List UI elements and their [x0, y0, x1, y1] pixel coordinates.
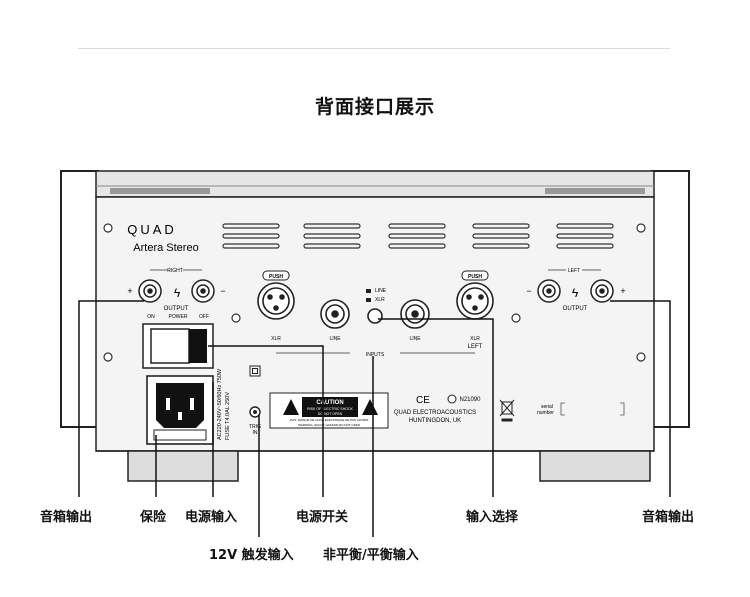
svg-text:IN: IN	[253, 430, 258, 436]
svg-text:XLR: XLR	[375, 297, 385, 303]
callout-balanced-inputs: 非平衡/平衡输入	[323, 548, 419, 563]
callout-speaker-output-right: 音箱输出	[642, 510, 695, 525]
callout-speaker-output-left: 音箱输出	[40, 510, 93, 525]
bolt-icon: ϟ	[174, 286, 181, 300]
svg-text:RISK OF ELECTRIC SHOCK: RISK OF ELECTRIC SHOCK	[307, 407, 353, 411]
svg-text:N21090: N21090	[459, 397, 481, 403]
speaker-terminal-right-neg	[191, 279, 215, 303]
serial-number-box	[560, 402, 625, 416]
svg-text:+: +	[127, 286, 132, 296]
svg-text:LINE: LINE	[329, 336, 341, 342]
speaker-terminal-left-neg	[537, 279, 561, 303]
rcm-check-icon	[447, 394, 457, 404]
callout-trigger-input: 12V 触发输入	[209, 548, 294, 563]
weee-bin-icon	[499, 399, 515, 422]
svg-text:AVIS: RISQUE DE CHOC ELECTRIQU: AVIS: RISQUE DE CHOC ELECTRIQUE-NE PAS O…	[290, 418, 370, 422]
callout-input-select: 输入选择	[466, 510, 519, 525]
speaker-terminal-left-pos	[590, 279, 614, 303]
screw-icon	[103, 223, 646, 362]
callout-power-switch: 电源开关	[296, 510, 349, 525]
fuse-rating-text: AC220-240V~50/60Hz 750W	[217, 368, 223, 440]
page-title: 背面接口展示	[314, 96, 435, 118]
svg-text:LINE: LINE	[375, 288, 387, 294]
rca-input-left	[400, 299, 430, 329]
warning-triangle-icon	[283, 399, 299, 415]
warning-triangle-icon	[362, 399, 378, 415]
vent-grilles	[222, 223, 614, 249]
output-label-right: OUTPUT	[164, 306, 189, 312]
model-name: Artera Stereo	[133, 242, 198, 254]
left-channel-label: LEFT	[568, 268, 580, 274]
leader-speaker-right	[610, 300, 671, 497]
maker-address: HUNTINGDON, UK	[409, 418, 461, 424]
svg-text:LEFT: LEFT	[468, 344, 483, 350]
svg-text:POWER: POWER	[169, 314, 188, 320]
svg-text:DO NOT OPEN: DO NOT OPEN	[318, 412, 343, 416]
svg-text:number: number	[537, 410, 554, 416]
leader-power-switch	[208, 345, 324, 497]
brand-logo: QUAD	[127, 222, 177, 237]
double-insulation-icon	[249, 365, 261, 377]
svg-text:XLR: XLR	[271, 336, 281, 342]
svg-text:−: −	[220, 286, 225, 296]
xlr-input-right	[257, 282, 295, 320]
speaker-terminal-right-pos	[138, 279, 162, 303]
svg-text:OFF: OFF	[199, 314, 209, 320]
callout-power-input: 电源输入	[185, 510, 238, 525]
rca-input-right	[320, 299, 350, 329]
bolt-icon: ϟ	[572, 286, 579, 300]
fuse-holder	[153, 429, 207, 441]
svg-text:PUSH: PUSH	[468, 274, 482, 280]
svg-text:ON: ON	[147, 314, 155, 320]
svg-text:XLR: XLR	[470, 336, 480, 342]
maker-name: QUAD ELECTROACOUSTICS	[394, 410, 476, 416]
ce-mark: CE	[416, 395, 430, 406]
right-foot	[539, 450, 651, 482]
svg-text:serial: serial	[541, 404, 553, 410]
svg-text:TRIG: TRIG	[249, 424, 261, 430]
svg-text:PUSH: PUSH	[269, 274, 283, 280]
fuse-rating-text2: FUSE T4.0AL 250V	[225, 392, 231, 440]
input-selector-button	[367, 308, 383, 324]
svg-text:WARNING: SHOCK HAZARD-DO NOT O: WARNING: SHOCK HAZARD-DO NOT OPEN	[298, 423, 360, 427]
top-divider	[78, 48, 670, 49]
output-label-left: OUTPUT	[563, 306, 588, 312]
svg-text:LINE: LINE	[409, 336, 421, 342]
xlr-input-left	[456, 282, 494, 320]
svg-text:+: +	[620, 286, 625, 296]
leader-speaker-left	[78, 300, 144, 497]
leader-input-select	[378, 318, 494, 497]
svg-text:CAUTION: CAUTION	[316, 400, 343, 406]
inputs-label: INPUTS	[366, 352, 385, 358]
callout-fuse: 保险	[140, 510, 167, 525]
svg-text:−: −	[526, 286, 531, 296]
right-channel-label: RIGHT	[167, 268, 183, 274]
left-foot	[127, 450, 239, 482]
